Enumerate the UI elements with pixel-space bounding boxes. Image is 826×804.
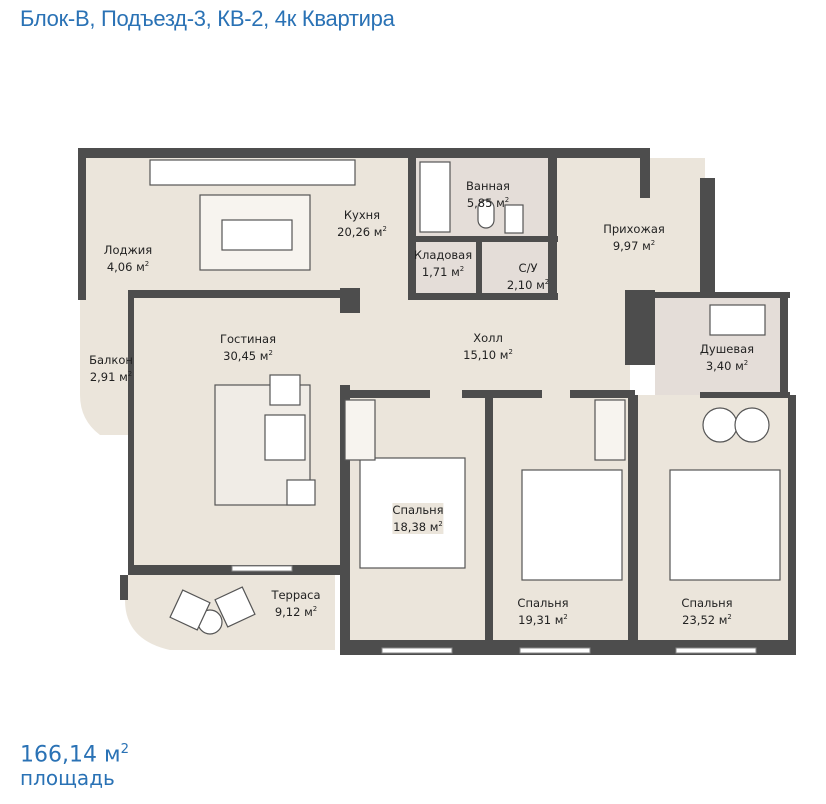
page-title: Блок-В, Подъезд-3, КВ-2, 4к Квартира	[20, 6, 395, 31]
sq: 2	[382, 225, 387, 233]
room-area: 18,38 м	[393, 519, 439, 534]
room-name: Балкон	[89, 353, 133, 367]
room-area: 30,45 м	[223, 348, 269, 363]
room-name: Холл	[473, 331, 503, 345]
room-name: Спальня	[681, 596, 733, 610]
room-name: С/У	[518, 261, 538, 275]
furniture	[149, 159, 781, 635]
room-name: Душевая	[699, 342, 755, 356]
room-area: 2,10 м	[506, 277, 545, 292]
windows	[231, 565, 757, 654]
sq: 2	[312, 605, 318, 613]
sq: 2	[508, 348, 513, 356]
sq: 2	[727, 613, 732, 621]
room-loggia: Лоджия 4,06 м2	[104, 243, 152, 274]
sq: 2	[438, 520, 443, 528]
room-name: Прихожая	[603, 222, 665, 236]
room-area: 4,06 м	[106, 259, 145, 274]
room-name: Кухня	[343, 208, 381, 222]
sq: 2	[144, 260, 150, 268]
sq: 2	[743, 359, 749, 367]
room-name: Терраса	[271, 588, 321, 602]
room-area: 20,26 м	[337, 224, 383, 239]
room-name: Кладовая	[413, 248, 473, 262]
room-balcony: Балкон 2,91 м2	[89, 353, 133, 384]
room-area: 19,31 м	[518, 612, 564, 627]
room-name: Ванная	[466, 179, 510, 193]
room-living: Гостиная 30,45 м2	[220, 332, 276, 363]
sq: 2	[504, 196, 510, 204]
room-name: Лоджия	[103, 243, 153, 257]
total-area-label: площадь	[20, 766, 115, 791]
sq: 2	[650, 239, 656, 247]
room-bathroom: Ванная 5,85 м2	[466, 179, 510, 210]
total-area: 166,14 м2 площадь	[20, 738, 129, 789]
total-area-unit-sup: 2	[120, 742, 129, 757]
room-bedroom-2: Спальня 19,31 м2	[517, 596, 568, 627]
total-area-value: 166,14 м	[20, 742, 121, 768]
sq: 2	[268, 349, 273, 357]
room-name: Спальня	[392, 503, 444, 517]
room-hall: Холл 15,10 м2	[463, 331, 513, 362]
room-kitchen: Кухня 20,26 м2	[337, 208, 387, 239]
room-bedroom-1: Спальня 18,38 м2	[392, 503, 444, 534]
room-name: Спальня	[517, 596, 569, 610]
room-bedroom-3: Спальня 23,52 м2	[681, 596, 732, 627]
sq: 2	[544, 278, 550, 286]
room-shower: Душевая 3,40 м2	[700, 342, 754, 373]
room-hallway: Прихожая 9,97 м2	[603, 222, 665, 253]
walls	[78, 148, 796, 655]
room-area: 5,85 м	[466, 195, 505, 210]
room-area: 15,10 м	[463, 347, 509, 362]
room-area: 23,52 м	[682, 612, 728, 627]
room-storage: Кладовая 1,71 м2	[414, 248, 472, 279]
room-name: Гостиная	[219, 332, 277, 346]
room-area: 9,12 м	[274, 604, 313, 619]
room-area: 2,91 м	[89, 369, 128, 384]
room-area: 1,71 м	[421, 264, 460, 279]
sq: 2	[127, 370, 133, 378]
sq: 2	[563, 613, 568, 621]
room-area: 9,97 м	[612, 238, 651, 253]
sq: 2	[459, 265, 465, 273]
room-area: 3,40 м	[705, 358, 744, 373]
room-terrace: Терраса 9,12 м2	[271, 588, 320, 619]
room-wc: С/У 2,10 м2	[507, 261, 549, 292]
